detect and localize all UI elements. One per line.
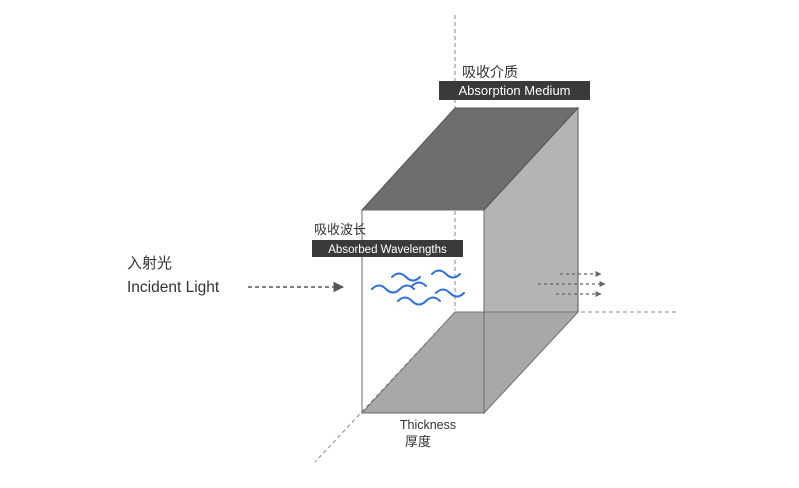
wave-line <box>371 284 415 294</box>
absorbed-wavelengths-label-cn: 吸收波长 <box>314 223 366 238</box>
absorption-medium-label-cn: 吸收介质 <box>462 65 518 81</box>
wave-line <box>435 288 465 298</box>
absorbed-wavelengths-label-en: Absorbed Wavelengths <box>328 244 447 256</box>
wave-line <box>431 269 461 279</box>
absorption-medium-label-en: Absorption Medium <box>459 83 571 98</box>
thickness-label-cn: 厚度 <box>405 434 431 450</box>
incident-light-label-en: Incident Light <box>127 279 220 296</box>
incident-light-label-cn: 入射光 <box>127 254 172 272</box>
thickness-label-en: Thickness <box>400 418 456 432</box>
wave-group <box>371 269 465 306</box>
front-face <box>361 209 485 414</box>
wave-line <box>397 296 441 306</box>
wave-line <box>391 272 421 282</box>
bottom-face <box>360 311 580 414</box>
diagonal-axis-line <box>314 311 456 463</box>
absorbed-wavelengths-badge <box>312 240 463 257</box>
wave-line <box>411 281 427 287</box>
absorption-medium-badge <box>439 81 590 100</box>
